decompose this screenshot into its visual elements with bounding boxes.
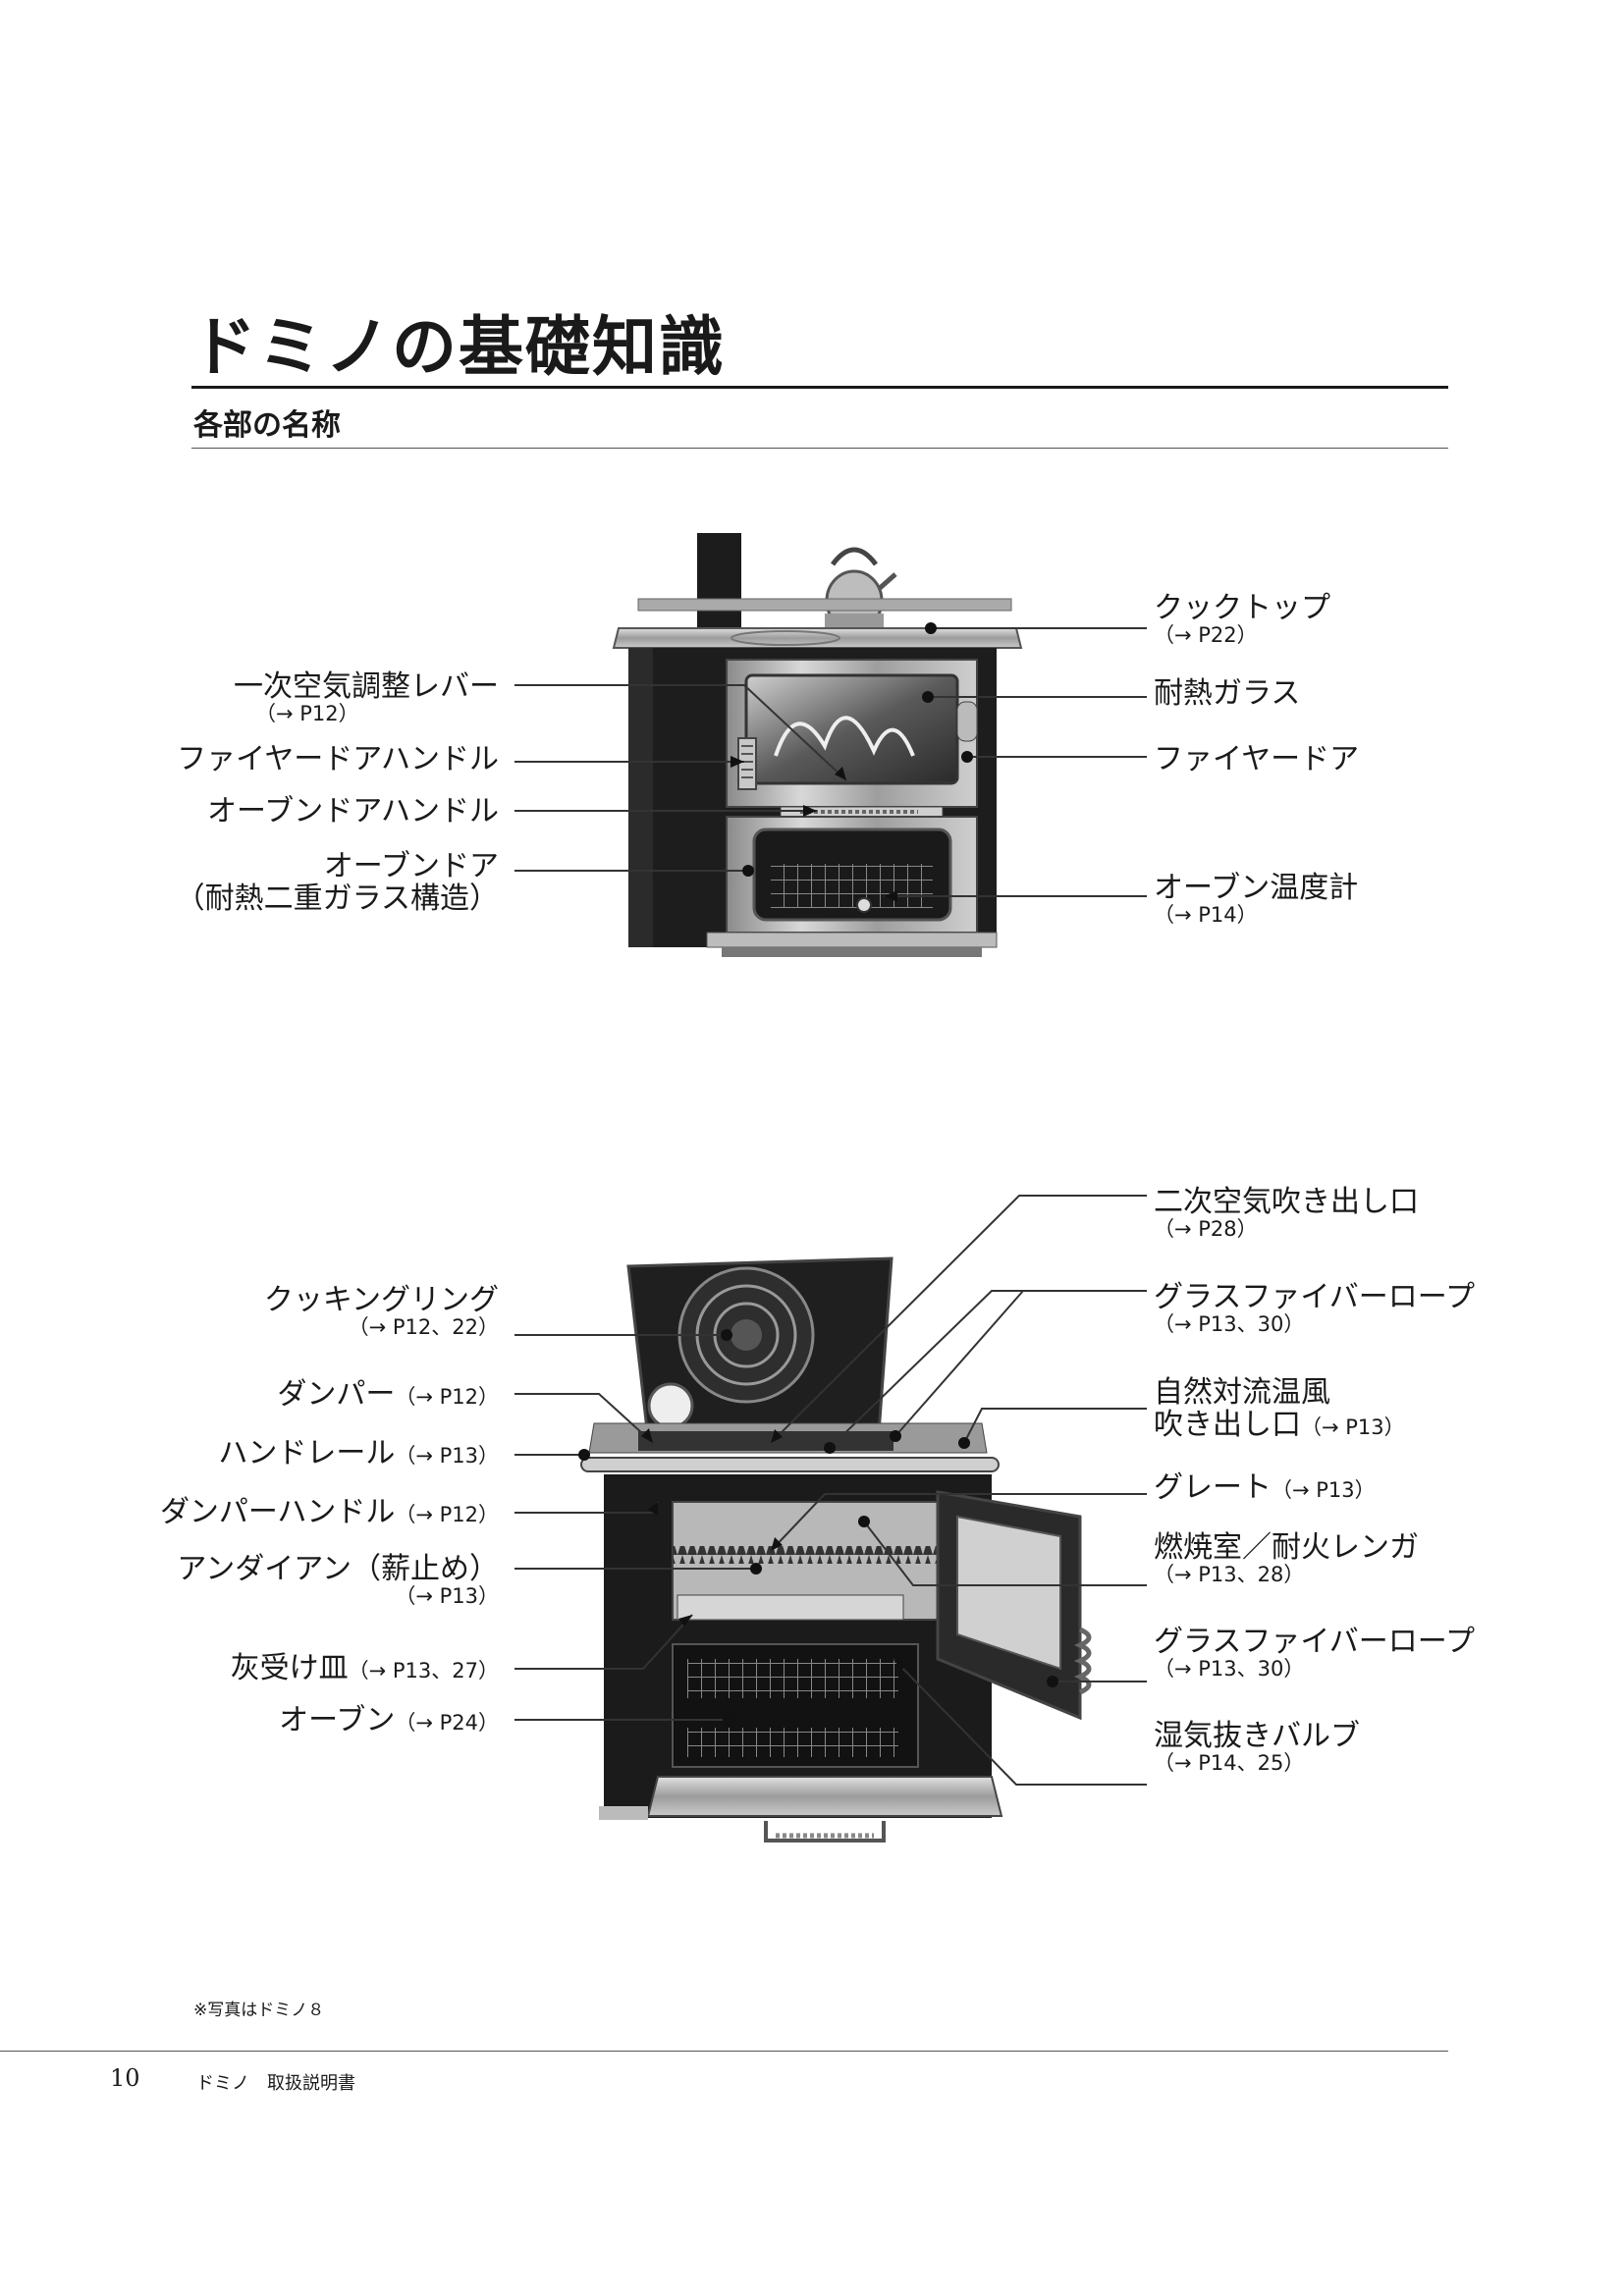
leader-dots-fig1 xyxy=(742,622,973,877)
label-handrail: ハンドレール（→ P13） xyxy=(218,1436,499,1470)
label-oven-door-handle: オーブンドアハンドル xyxy=(207,794,499,828)
label-oven: オーブン（→ P24） xyxy=(279,1703,499,1737)
leader-arrows-fig1 xyxy=(731,756,897,902)
label-ash-pan: 灰受け皿（→ P13、27） xyxy=(230,1651,499,1685)
section-rule xyxy=(191,448,1448,449)
label-heat-glass: 耐熱ガラス xyxy=(1154,676,1301,711)
label-oven-thermometer: オーブン温度計 （→ P14） xyxy=(1154,871,1359,927)
label-glass-fiber-rope-top: グラスファイバーロープ （→ P13、30） xyxy=(1154,1280,1475,1336)
stove-open-drawing xyxy=(580,1256,1092,1842)
label-secondary-air-outlet: 二次空気吹き出し口 （→ P28） xyxy=(1154,1185,1419,1241)
section-title: 各部の名称 xyxy=(193,408,341,443)
leader-arrows-fig2 xyxy=(641,1428,907,1671)
footer-manual-title: ドミノ 取扱説明書 xyxy=(196,2073,355,2094)
label-primary-air-lever: 一次空気調整レバー （→ P12） xyxy=(234,669,499,725)
leader-dots-fig2 xyxy=(578,1329,1058,1726)
page-number: 10 xyxy=(110,2064,140,2092)
label-damper-handle: ダンパーハンドル（→ P12） xyxy=(159,1495,499,1529)
footer-rule xyxy=(0,2051,1448,2052)
label-damper: ダンパー（→ P12） xyxy=(277,1377,499,1412)
label-cooktop: クックトップ （→ P22） xyxy=(1154,591,1330,647)
label-cooking-ring: クッキングリング （→ P12、22） xyxy=(263,1283,499,1339)
label-glass-fiber-rope-door: グラスファイバーロープ （→ P13、30） xyxy=(1154,1625,1475,1681)
leader-lines-fig1 xyxy=(514,627,1147,897)
label-andiron: アンダイアン（薪止め） （→ P13） xyxy=(177,1552,499,1608)
stove-closed-drawing xyxy=(612,533,1023,957)
title-rule xyxy=(191,386,1448,389)
page-title: ドミノの基礎知識 xyxy=(191,308,726,385)
label-firebox-door-handle: ファイヤードアハンドル xyxy=(177,742,499,776)
label-grate: グレート（→ P13） xyxy=(1154,1470,1376,1505)
label-firebox-door: ファイヤードア xyxy=(1154,742,1360,776)
label-oven-door: オーブンドア （耐熱二重ガラス構造） xyxy=(175,849,499,916)
label-combustion-chamber: 燃焼室／耐火レンガ （→ P13、28） xyxy=(1154,1530,1419,1586)
label-convection-outlet: 自然対流温風 吹き出し口（→ P13） xyxy=(1154,1375,1405,1442)
leader-lines-fig2 xyxy=(514,1195,1147,1786)
photo-footnote: ※写真はドミノ８ xyxy=(193,2001,325,2020)
label-humidity-valve: 湿気抜きバルブ （→ P14、25） xyxy=(1154,1719,1360,1775)
kettle-drawing xyxy=(825,547,897,632)
